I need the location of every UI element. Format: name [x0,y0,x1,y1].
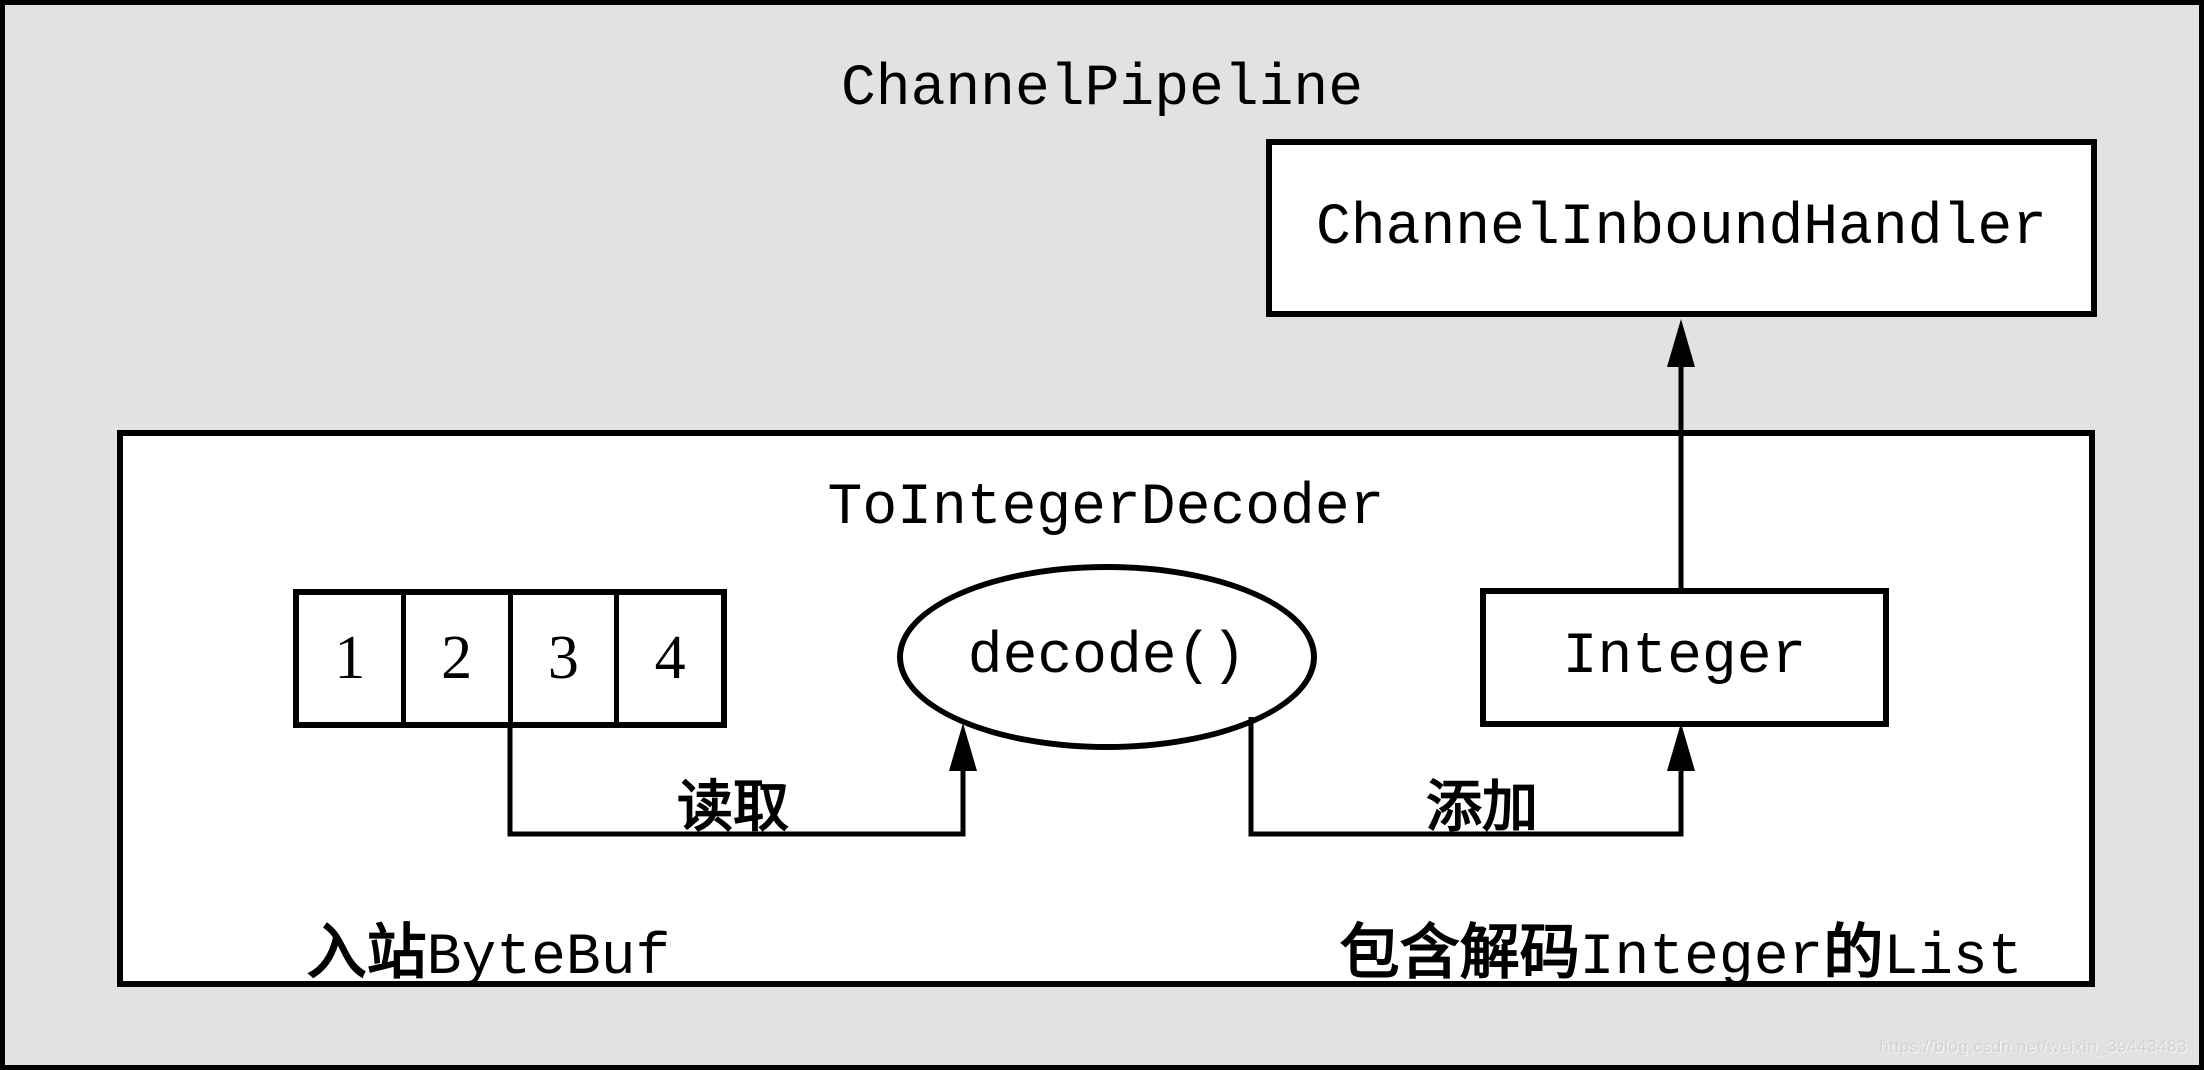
integer-box: Integer [1480,588,1889,727]
byte-buffer: 1 2 3 4 [293,589,727,728]
list-caption-cn-prefix: 包含解码 [1339,920,1580,986]
decode-label: decode() [967,624,1247,690]
list-caption-list: List [1883,926,2023,991]
byte-buffer-cell: 1 [299,595,406,722]
byte-buffer-cell: 3 [513,595,620,722]
decoded-list-caption: 包含解码Integer的List [1313,886,2023,1009]
handler-arrowhead-icon [1667,319,1695,367]
decode-ellipse: decode() [897,564,1317,750]
byte-buffer-cell: 4 [654,624,686,692]
channel-inbound-handler-box: ChannelInboundHandler [1266,139,2097,317]
read-arrow-label: 读取 [677,777,789,839]
inbound-caption-code: ByteBuf [426,926,671,991]
byte-buffer-cell: 2 [406,595,513,722]
channel-pipeline-title: ChannelPipeline [840,57,1364,122]
watermark-url: https://blog.csdn.net/weixin_39443483 [1879,1037,2187,1056]
list-caption-integer: Integer [1579,926,1824,991]
channel-inbound-handler-label: ChannelInboundHandler [1316,195,2047,261]
inbound-bytebuf-caption: 入站ByteBuf [280,886,671,1009]
to-integer-decoder-title: ToIntegerDecoder [827,476,1385,541]
list-caption-cn-mid: 的 [1823,920,1884,986]
integer-label: Integer [1562,625,1807,690]
to-integer-decoder-box: ToIntegerDecoder 1 2 3 4 decode() Intege… [117,430,2095,991]
add-arrow-label: 添加 [1426,777,1538,839]
inbound-caption-cn: 入站 [306,920,427,986]
